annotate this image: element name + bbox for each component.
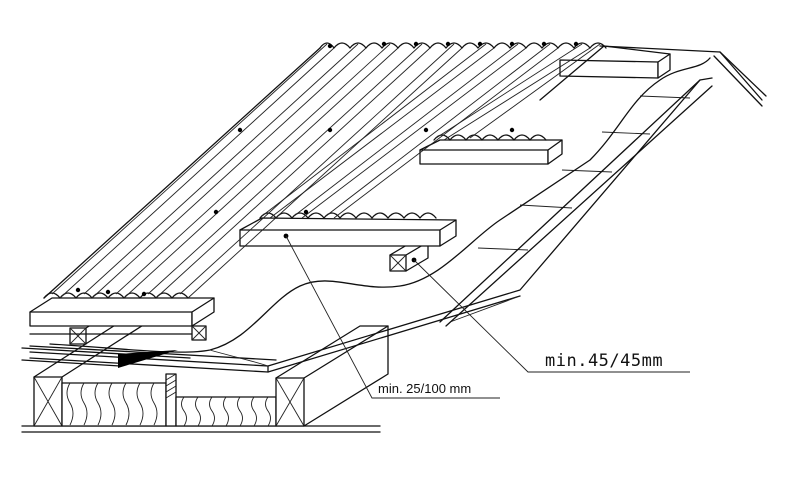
batten-top xyxy=(559,45,671,79)
batten-upper-middle xyxy=(419,139,563,165)
annotation-counter-batten: min.45/45mm xyxy=(411,257,690,373)
annotation-batten: min. 25/100 mm xyxy=(283,233,500,399)
corrugated-sheet xyxy=(43,41,607,299)
insulation-layer xyxy=(21,321,389,433)
counter-batten-dimension-label: min.45/45mm xyxy=(545,351,663,371)
batten-leader-line xyxy=(285,235,500,399)
counter-batten-leader-line xyxy=(413,259,690,373)
batten-lower-middle xyxy=(239,217,457,247)
underlay-board xyxy=(29,77,713,373)
ridge xyxy=(599,45,767,107)
counter-batten-left xyxy=(69,317,103,345)
airflow-arrow xyxy=(21,347,191,368)
membrane-foil xyxy=(49,57,711,367)
batten-dimension-label: min. 25/100 mm xyxy=(378,381,471,396)
batten-bottom xyxy=(29,297,215,341)
